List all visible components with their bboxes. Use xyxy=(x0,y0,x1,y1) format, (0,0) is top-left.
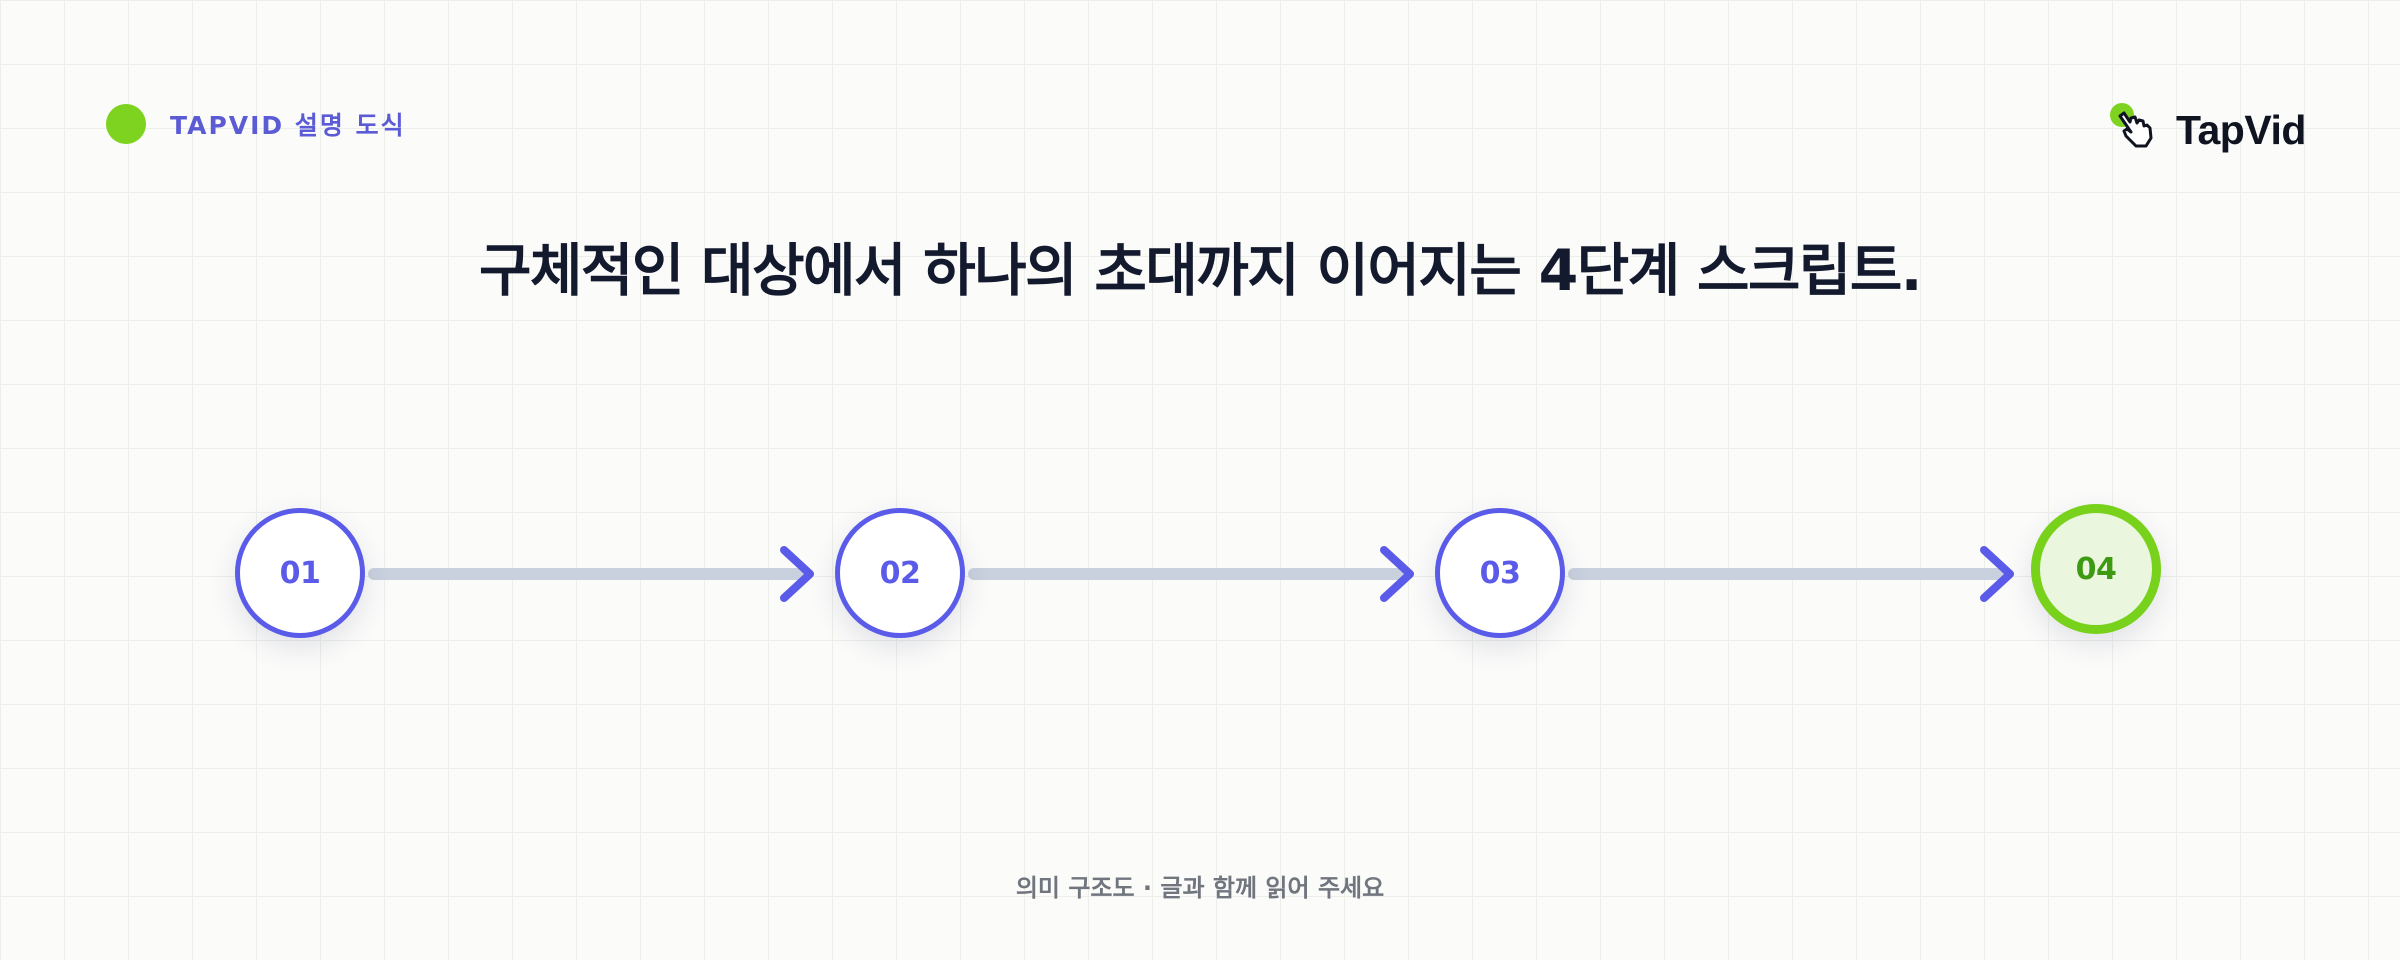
step-label: 04 xyxy=(2075,551,2117,587)
diagram-tag-label: TAPVID 설명 도식 xyxy=(170,111,406,140)
step-label: 01 xyxy=(279,555,321,591)
arrow-right-icon xyxy=(1380,546,1414,602)
step-circle-01: 01 xyxy=(235,508,365,638)
step-circle-03: 03 xyxy=(1435,508,1565,638)
brand-name: TapVid xyxy=(2176,106,2306,153)
arrow-right-icon xyxy=(780,546,814,602)
green-dot-icon xyxy=(106,104,146,144)
diagram-tag: TAPVID 설명 도식 xyxy=(106,104,406,144)
connector-2 xyxy=(968,546,1414,602)
step-label: 03 xyxy=(1479,555,1521,591)
step-circle-04: 04 xyxy=(2031,504,2161,634)
connector-3 xyxy=(1568,546,2014,602)
brand-logo: TapVid xyxy=(2108,100,2306,160)
footer-note: 의미 구조도 · 글과 함께 읽어 주세요 xyxy=(1015,874,1385,902)
connector-1 xyxy=(368,546,814,602)
arrow-right-icon xyxy=(1980,546,2014,602)
step-circle-02: 02 xyxy=(835,508,965,638)
step-label: 02 xyxy=(879,555,921,591)
page-title: 구체적인 대상에서 하나의 초대까지 이어지는 4단계 스크립트. xyxy=(479,238,1922,304)
hand-pointer-icon xyxy=(2108,100,2170,160)
